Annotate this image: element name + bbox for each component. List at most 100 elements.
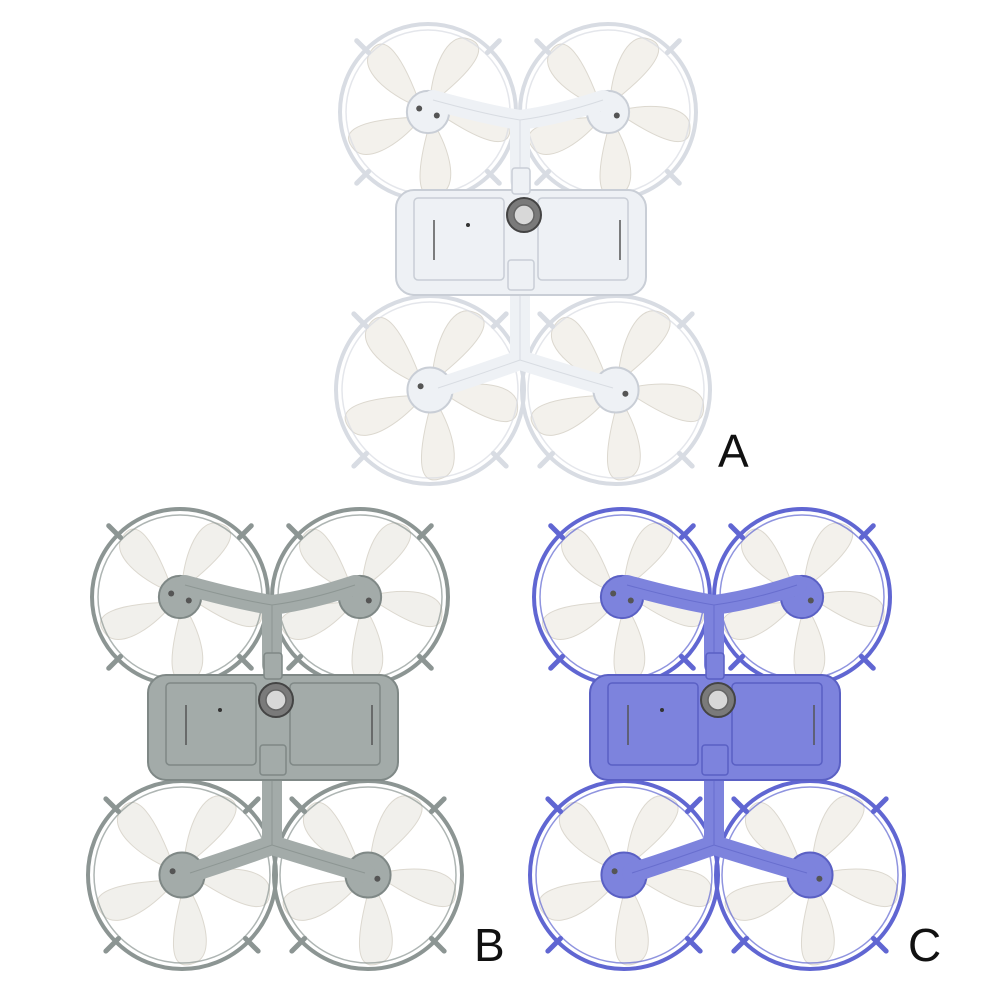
fan-guard-clip [678, 653, 696, 671]
fan-variant-b [86, 505, 470, 975]
fan-hub-screw [610, 590, 617, 597]
fan-guard-clip [242, 935, 261, 954]
fan-guard-clip [428, 935, 447, 954]
mount-screw-cap [265, 689, 287, 711]
fan-hub-screw [416, 105, 423, 112]
hinge-top [511, 167, 531, 195]
hinge-top [705, 652, 725, 680]
fan-guard-clip [490, 450, 509, 469]
fan-guard-clip [537, 450, 556, 469]
fan-variant-c [528, 505, 912, 975]
fan-guard-clip [484, 168, 502, 186]
fan-guard-clip [286, 523, 304, 541]
frame-outline [184, 584, 366, 874]
battery-panel-right [731, 682, 823, 766]
fan-hub-screw [627, 597, 634, 604]
fan-guard-clip [676, 450, 695, 469]
fan-drone-image-b [86, 507, 464, 971]
fan-guard-clip [858, 653, 876, 671]
frame-outline [432, 99, 614, 389]
fan-guard-clip [534, 168, 552, 186]
fan-guard-clip [354, 168, 372, 186]
fan-guard-clip [664, 38, 682, 56]
fan-guard-clip [428, 796, 447, 815]
hinge-bottom [259, 744, 287, 776]
fan-hub-screw [417, 383, 424, 390]
fan-hub-screw [169, 868, 176, 875]
mount-screw-cap [707, 689, 729, 711]
fan-guard-clip [106, 653, 124, 671]
variant-label-b: B [474, 919, 505, 971]
fan-hub-screw [807, 597, 814, 604]
frame-outline [626, 584, 808, 874]
variant-label-a: A [718, 425, 749, 477]
fan-guard-clip [289, 935, 308, 954]
fan-hub-screw [374, 875, 381, 882]
fan-guard-clip [286, 653, 304, 671]
fan-guard-clip [870, 796, 889, 815]
fan-guard-clip [545, 935, 564, 954]
fan-guard-inner-ring [721, 786, 899, 964]
fan-guard-inner-ring [279, 786, 457, 964]
fan-guard-clip [684, 796, 703, 815]
fan-guard-inner-ring [93, 786, 271, 964]
fan-guard-clip [545, 796, 564, 815]
fan-bottom-right [520, 294, 712, 486]
fan-top-right [712, 507, 892, 687]
hinge-bottom [507, 259, 535, 291]
fan-hub-screw [365, 597, 372, 604]
fan-guard-clip [354, 38, 372, 56]
fan-guard-clip [664, 168, 682, 186]
fan-hub-screw [613, 112, 620, 119]
fan-guard-clip [416, 653, 434, 671]
fan-top-left [532, 507, 712, 687]
battery-panel-left [165, 682, 257, 766]
fan-guard-clip [106, 523, 124, 541]
fan-guard-clip [490, 311, 509, 330]
fan-guard-inner-ring [527, 301, 705, 479]
fan-guard-clip [351, 450, 370, 469]
fan-hub-screw [185, 597, 192, 604]
fan-guard-clip [236, 653, 254, 671]
fan-guard-clip [351, 311, 370, 330]
fan-hub-screw [611, 868, 618, 875]
battery-panel-right [289, 682, 381, 766]
fan-guard-clip [684, 935, 703, 954]
mount-screw-cap [513, 204, 535, 226]
fan-guard-clip [728, 523, 746, 541]
fan-hub-screw [622, 390, 629, 397]
fan-guard-clip [242, 796, 261, 815]
fan-variant-a [334, 20, 718, 490]
battery-pinhole [660, 708, 664, 712]
fan-guard-clip [678, 523, 696, 541]
fan-top-right [518, 22, 698, 202]
fan-guard-clip [676, 311, 695, 330]
fan-hub-screw [168, 590, 175, 597]
fan-guard-inner-ring [341, 301, 519, 479]
fan-guard-clip [103, 796, 122, 815]
hinge-bottom [701, 744, 729, 776]
hinge-top [263, 652, 283, 680]
fan-guard-clip [548, 523, 566, 541]
fan-guard-inner-ring [535, 786, 713, 964]
fan-guard-clip [548, 653, 566, 671]
fan-guard-clip [537, 311, 556, 330]
fan-guard-clip [728, 653, 746, 671]
fan-guard-clip [416, 523, 434, 541]
fan-hub-screw [816, 875, 823, 882]
fan-guard-clip [731, 935, 750, 954]
fan-hub-screw [433, 112, 440, 119]
fan-drone-image-c [528, 507, 906, 971]
battery-panel-left [413, 197, 505, 281]
battery-panel-right [537, 197, 629, 281]
fan-guard-clip [103, 935, 122, 954]
variant-label-c: C [908, 919, 942, 971]
fan-guard-clip [534, 38, 552, 56]
fan-guard-clip [484, 38, 502, 56]
battery-panel-left [607, 682, 699, 766]
fan-drone-image-a [334, 22, 712, 486]
fan-guard-clip [858, 523, 876, 541]
battery-pinhole [466, 223, 470, 227]
fan-guard-clip [870, 935, 889, 954]
battery-pinhole [218, 708, 222, 712]
